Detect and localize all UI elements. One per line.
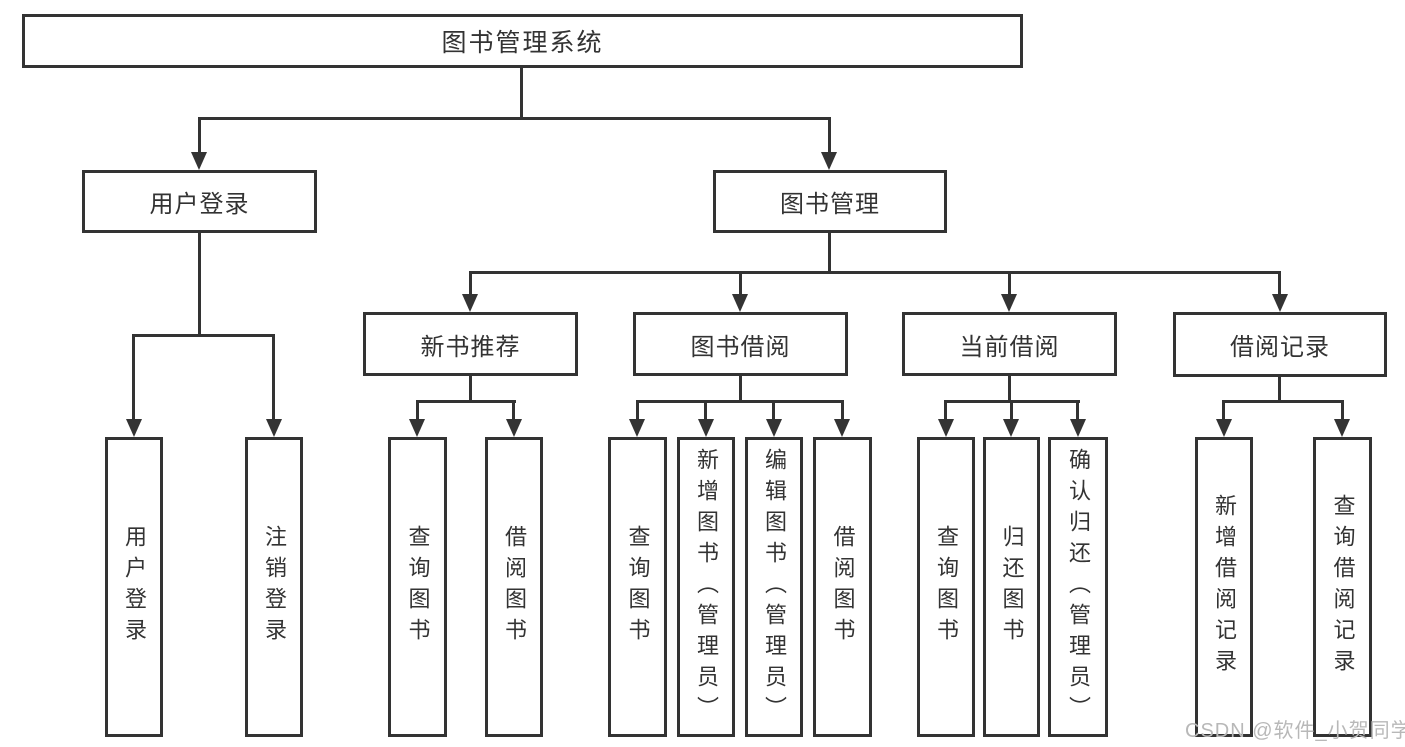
connector-stub — [469, 271, 472, 296]
arrow-down-icon — [191, 152, 207, 170]
arrow-down-icon — [1003, 419, 1019, 437]
leaf-query-borrow-record: 查询借阅记录 — [1313, 437, 1372, 737]
leaf-label: 查询图书 — [405, 525, 431, 649]
leaf-return-books: 归还图书 — [983, 437, 1040, 737]
connector-stub — [841, 400, 844, 421]
leaf-user-login: 用户登录 — [105, 437, 163, 737]
connector-level1-rail — [198, 117, 831, 120]
connector-trunk — [469, 376, 472, 402]
arrow-down-icon — [266, 419, 282, 437]
connector-stub — [198, 117, 201, 154]
leaf-add-book-admin: 新增图书（管理员） — [677, 437, 735, 737]
leaf-borrow-books-recommend: 借阅图书 — [485, 437, 543, 737]
leaf-logout: 注销登录 — [245, 437, 303, 737]
connector-rail — [1222, 400, 1344, 403]
leaf-query-books-current: 查询图书 — [917, 437, 975, 737]
leaf-label: 新增图书（管理员） — [694, 447, 719, 727]
node-new-book-recommend: 新书推荐 — [363, 312, 578, 376]
node-current-borrowing: 当前借阅 — [902, 312, 1117, 376]
arrow-down-icon — [938, 419, 954, 437]
connector-user-trunk — [198, 233, 201, 336]
leaf-query-books-recommend: 查询图书 — [388, 437, 447, 737]
connector-stub — [704, 400, 707, 421]
leaf-query-books-borrowing: 查询图书 — [608, 437, 667, 737]
leaf-edit-book-admin: 编辑图书（管理员） — [745, 437, 803, 737]
connector-stub — [416, 400, 419, 421]
arrow-down-icon — [1334, 419, 1350, 437]
connector-stub — [828, 117, 831, 154]
connector-trunk — [1278, 376, 1281, 402]
connector-stub — [512, 400, 515, 421]
leaf-borrow-books: 借阅图书 — [813, 437, 872, 737]
node-book-borrowing: 图书借阅 — [633, 312, 848, 376]
leaf-label: 借阅图书 — [502, 525, 527, 649]
connector-stub — [772, 400, 775, 421]
leaf-label: 归还图书 — [999, 525, 1025, 649]
connector-trunk — [1008, 376, 1011, 402]
connector-mgmt-trunk — [828, 233, 831, 273]
connector-rail — [636, 400, 844, 403]
arrow-down-icon — [732, 294, 748, 312]
connector-stub — [1008, 271, 1011, 296]
connector-level2-rail — [469, 271, 1281, 274]
arrow-down-icon — [1272, 294, 1288, 312]
connector-stub — [132, 334, 135, 421]
connector-stub — [1222, 400, 1225, 421]
node-root: 图书管理系统 — [22, 14, 1023, 68]
arrow-down-icon — [1070, 419, 1086, 437]
connector-root-trunk — [520, 68, 523, 119]
leaf-confirm-return-admin: 确认归还（管理员） — [1048, 437, 1108, 737]
leaf-label: 新增借阅记录 — [1212, 494, 1237, 680]
connector-stub — [1278, 271, 1281, 296]
node-user-login: 用户登录 — [82, 170, 317, 233]
connector-stub — [1010, 400, 1013, 421]
watermark: CSDN @软件_小贺同学 — [1185, 720, 1405, 742]
arrow-down-icon — [766, 419, 782, 437]
node-borrowing-records: 借阅记录 — [1173, 312, 1387, 377]
arrow-down-icon — [1001, 294, 1017, 312]
arrow-down-icon — [506, 419, 522, 437]
leaf-label: 编辑图书（管理员） — [762, 447, 787, 727]
connector-stub — [739, 271, 742, 296]
connector-stub — [944, 400, 947, 421]
leaf-label: 确认归还（管理员） — [1066, 447, 1091, 727]
arrow-down-icon — [409, 419, 425, 437]
arrow-down-icon — [462, 294, 478, 312]
leaf-label: 查询图书 — [934, 525, 959, 649]
arrow-down-icon — [126, 419, 142, 437]
connector-stub — [1076, 400, 1079, 421]
connector-trunk — [739, 376, 742, 402]
connector-user-rail — [132, 334, 275, 337]
arrow-down-icon — [1216, 419, 1232, 437]
arrow-down-icon — [698, 419, 714, 437]
connector-stub — [636, 400, 639, 421]
arrow-down-icon — [821, 152, 837, 170]
leaf-label: 借阅图书 — [830, 525, 856, 649]
leaf-label: 查询借阅记录 — [1330, 494, 1356, 680]
leaf-add-borrow-record: 新增借阅记录 — [1195, 437, 1253, 737]
arrow-down-icon — [629, 419, 645, 437]
connector-stub — [1341, 400, 1344, 421]
node-book-management: 图书管理 — [713, 170, 947, 233]
connector-stub — [272, 334, 275, 421]
leaf-label: 查询图书 — [625, 525, 651, 649]
leaf-label: 用户登录 — [122, 525, 147, 649]
connector-rail — [416, 400, 516, 403]
leaf-label: 注销登录 — [262, 525, 287, 649]
arrow-down-icon — [834, 419, 850, 437]
